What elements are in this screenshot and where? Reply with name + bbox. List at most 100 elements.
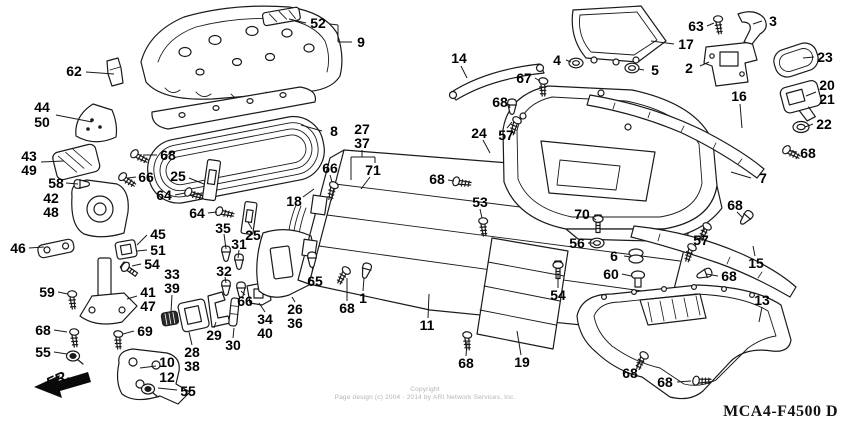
- diagram-code: MCA4-F4500 D: [723, 403, 838, 420]
- callout-47[interactable]: 47: [140, 298, 156, 314]
- callout-54[interactable]: 54: [550, 287, 566, 303]
- callout-5[interactable]: 5: [651, 62, 659, 78]
- callout-14[interactable]: 14: [451, 50, 467, 66]
- callout-66[interactable]: 66: [237, 293, 253, 309]
- callout-50[interactable]: 50: [34, 114, 50, 130]
- leader-line: [461, 66, 467, 78]
- callout-46[interactable]: 46: [10, 240, 26, 256]
- callout-68[interactable]: 68: [622, 365, 638, 381]
- leader-line: [171, 295, 172, 312]
- callout-17[interactable]: 17: [678, 36, 694, 52]
- callout-68[interactable]: 68: [458, 355, 474, 371]
- callout-68[interactable]: 68: [721, 268, 737, 284]
- callout-3[interactable]: 3: [769, 13, 777, 29]
- callout-28[interactable]: 28: [184, 344, 200, 360]
- callout-16[interactable]: 16: [731, 88, 747, 104]
- callout-40[interactable]: 40: [257, 325, 273, 341]
- callout-1[interactable]: 1: [359, 290, 367, 306]
- callout-44[interactable]: 44: [34, 99, 50, 115]
- callout-62[interactable]: 62: [66, 63, 82, 79]
- leader-line: [189, 332, 192, 345]
- callout-22[interactable]: 22: [816, 116, 832, 132]
- leader-line: [731, 172, 751, 178]
- leader-line: [86, 72, 114, 74]
- callout-55[interactable]: 55: [180, 383, 196, 399]
- callout-42[interactable]: 42: [43, 190, 59, 206]
- callout-31[interactable]: 31: [231, 236, 247, 252]
- callout-58[interactable]: 58: [48, 175, 64, 191]
- callout-20[interactable]: 20: [819, 77, 835, 93]
- callout-23[interactable]: 23: [817, 49, 833, 65]
- callout-65[interactable]: 65: [307, 273, 323, 289]
- callout-25[interactable]: 25: [170, 168, 186, 184]
- callout-56[interactable]: 56: [569, 235, 585, 251]
- callout-27[interactable]: 27: [354, 121, 370, 137]
- seal-ring-23: [771, 40, 821, 80]
- callout-55[interactable]: 55: [35, 344, 51, 360]
- callout-2[interactable]: 2: [685, 60, 693, 76]
- callout-68[interactable]: 68: [727, 197, 743, 213]
- callout-68[interactable]: 68: [339, 300, 355, 316]
- callout-59[interactable]: 59: [39, 284, 55, 300]
- callout-34[interactable]: 34: [257, 311, 273, 327]
- callout-21[interactable]: 21: [819, 91, 835, 107]
- callout-63[interactable]: 63: [688, 18, 704, 34]
- callout-10[interactable]: 10: [159, 354, 175, 370]
- callout-66[interactable]: 66: [322, 160, 338, 176]
- callout-18[interactable]: 18: [286, 193, 302, 209]
- callout-41[interactable]: 41: [140, 284, 156, 300]
- callout-49[interactable]: 49: [21, 162, 37, 178]
- callout-57[interactable]: 57: [498, 127, 514, 143]
- callout-11[interactable]: 11: [419, 317, 435, 333]
- callout-7[interactable]: 7: [759, 170, 767, 186]
- callout-51[interactable]: 51: [150, 242, 166, 258]
- callout-8[interactable]: 8: [330, 123, 338, 139]
- callout-68[interactable]: 68: [160, 147, 176, 163]
- callout-68[interactable]: 68: [492, 94, 508, 110]
- callout-39[interactable]: 39: [164, 280, 180, 296]
- callout-37[interactable]: 37: [354, 135, 370, 151]
- damper-icon: [65, 350, 84, 365]
- leader-line: [622, 274, 631, 276]
- callout-64[interactable]: 64: [189, 205, 205, 221]
- callout-54[interactable]: 54: [144, 256, 160, 272]
- callout-26[interactable]: 26: [287, 301, 303, 317]
- callout-6[interactable]: 6: [610, 248, 618, 264]
- callout-9[interactable]: 9: [357, 34, 365, 50]
- callout-29[interactable]: 29: [206, 327, 222, 343]
- leader-line: [241, 291, 245, 295]
- callout-68[interactable]: 68: [657, 374, 673, 390]
- callout-43[interactable]: 43: [21, 148, 37, 164]
- callout-52[interactable]: 52: [310, 15, 326, 31]
- callout-71[interactable]: 71: [365, 162, 381, 178]
- callout-68[interactable]: 68: [35, 322, 51, 338]
- callout-60[interactable]: 60: [603, 266, 619, 282]
- callout-57[interactable]: 57: [693, 232, 709, 248]
- callout-36[interactable]: 36: [287, 315, 303, 331]
- callout-70[interactable]: 70: [574, 206, 590, 222]
- callout-24[interactable]: 24: [471, 125, 487, 141]
- callout-19[interactable]: 19: [514, 354, 530, 370]
- callout-12[interactable]: 12: [159, 369, 175, 385]
- callout-35[interactable]: 35: [215, 220, 231, 236]
- callout-68[interactable]: 68: [800, 145, 816, 161]
- callout-33[interactable]: 33: [164, 266, 180, 282]
- callout-64[interactable]: 64: [156, 187, 172, 203]
- callout-38[interactable]: 38: [184, 358, 200, 374]
- callout-30[interactable]: 30: [225, 337, 241, 353]
- callout-69[interactable]: 69: [137, 323, 153, 339]
- callout-13[interactable]: 13: [754, 292, 770, 308]
- callout-48[interactable]: 48: [43, 204, 59, 220]
- leader-line: [700, 62, 709, 66]
- callout-25[interactable]: 25: [245, 227, 261, 243]
- channel-29: [208, 292, 230, 327]
- leader-line: [428, 294, 429, 318]
- callout-67[interactable]: 67: [516, 70, 532, 86]
- callout-68[interactable]: 68: [429, 171, 445, 187]
- callout-66[interactable]: 66: [138, 169, 154, 185]
- callout-45[interactable]: 45: [150, 226, 166, 242]
- callout-32[interactable]: 32: [216, 263, 232, 279]
- callout-4[interactable]: 4: [553, 52, 561, 68]
- callout-53[interactable]: 53: [472, 194, 488, 210]
- callout-15[interactable]: 15: [748, 255, 764, 271]
